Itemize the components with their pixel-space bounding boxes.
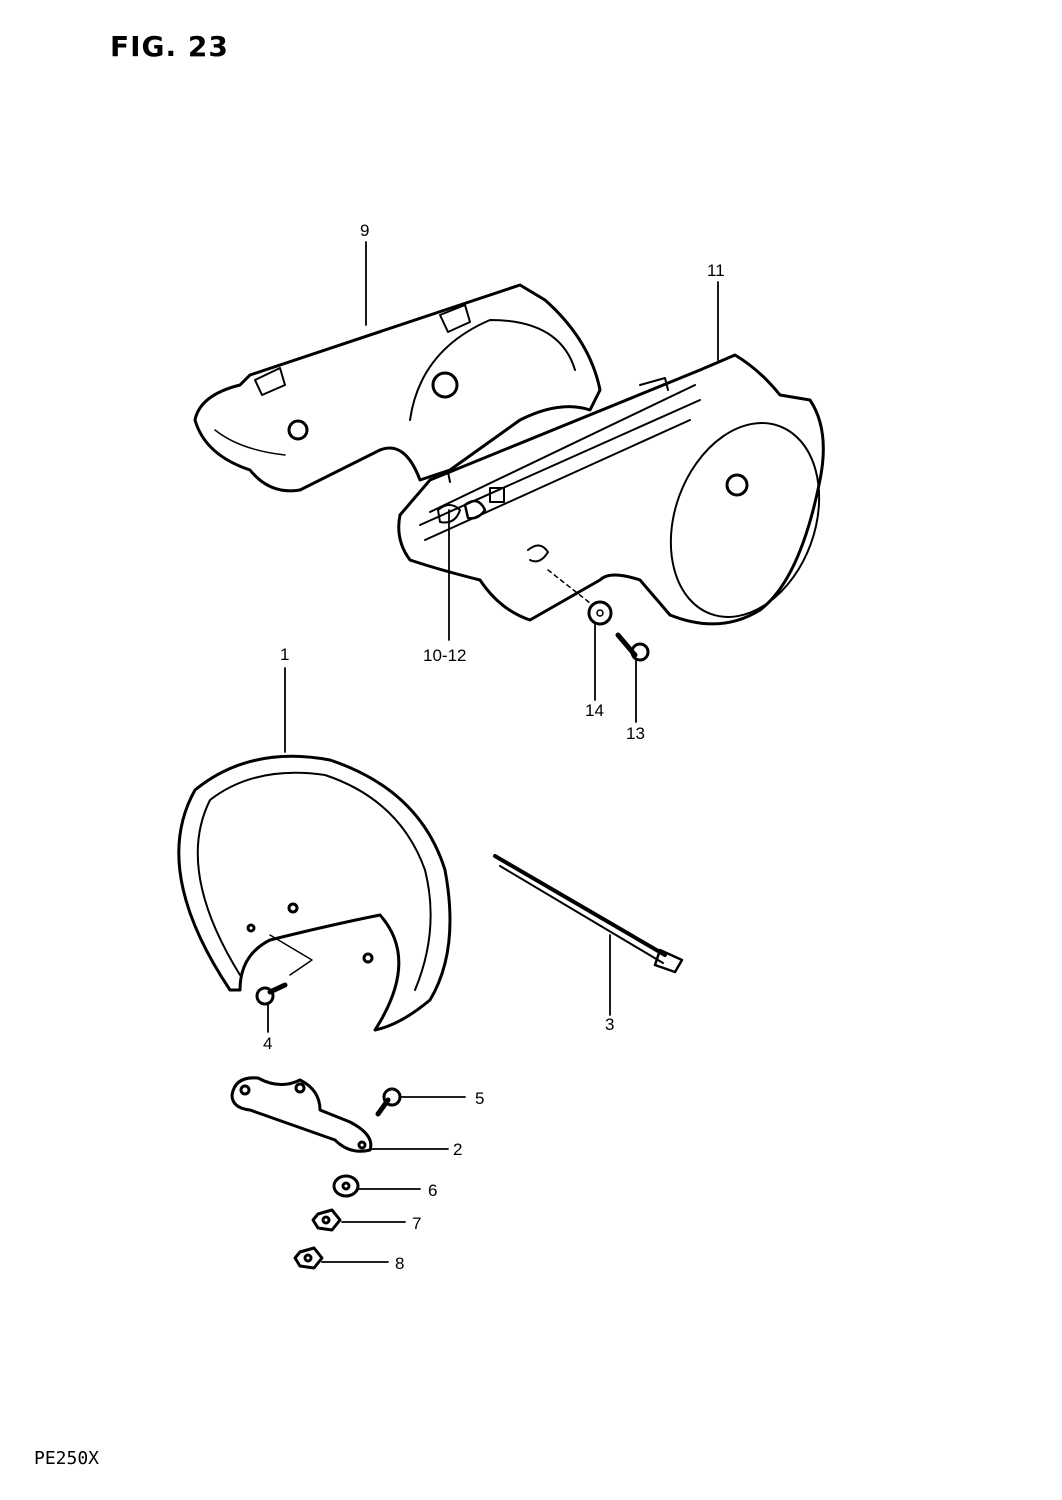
callout-7: 7 [412, 1214, 421, 1233]
part-2-bracket [230, 1076, 373, 1153]
callout-3: 3 [605, 1015, 614, 1034]
figure-title: FIG. 23 [110, 30, 229, 63]
model-code: PE250X [34, 1448, 100, 1469]
part-14-washer [527, 544, 613, 626]
leader-lines [267, 241, 719, 1263]
callout-8: 8 [395, 1254, 404, 1273]
part-9-inner-chain-cover [193, 283, 602, 493]
part-4-bolt [255, 982, 288, 1006]
part-6-washer [332, 1174, 360, 1198]
callout-9: 9 [360, 221, 369, 240]
callout-2: 2 [453, 1140, 462, 1159]
callout-14: 14 [585, 701, 604, 720]
part-1-disc-guard [177, 754, 452, 1032]
part-8-nut [293, 1246, 324, 1270]
callout-10-12: 10-12 [423, 646, 466, 665]
callout-1: 1 [280, 645, 289, 664]
callout-11: 11 [707, 261, 725, 280]
callout-4: 4 [263, 1034, 272, 1053]
callout-labels: 9 11 10-12 14 13 1 3 4 5 2 6 7 8 [263, 221, 725, 1273]
callout-5: 5 [475, 1089, 484, 1108]
part-13-screw [615, 632, 650, 662]
part-11-outer-chain-cover [397, 353, 825, 626]
part-5-bolt [375, 1087, 402, 1117]
part-7-nut [311, 1208, 342, 1232]
callout-6: 6 [428, 1181, 437, 1200]
part-3-cable-tie [493, 854, 684, 974]
callout-13: 13 [626, 724, 645, 743]
